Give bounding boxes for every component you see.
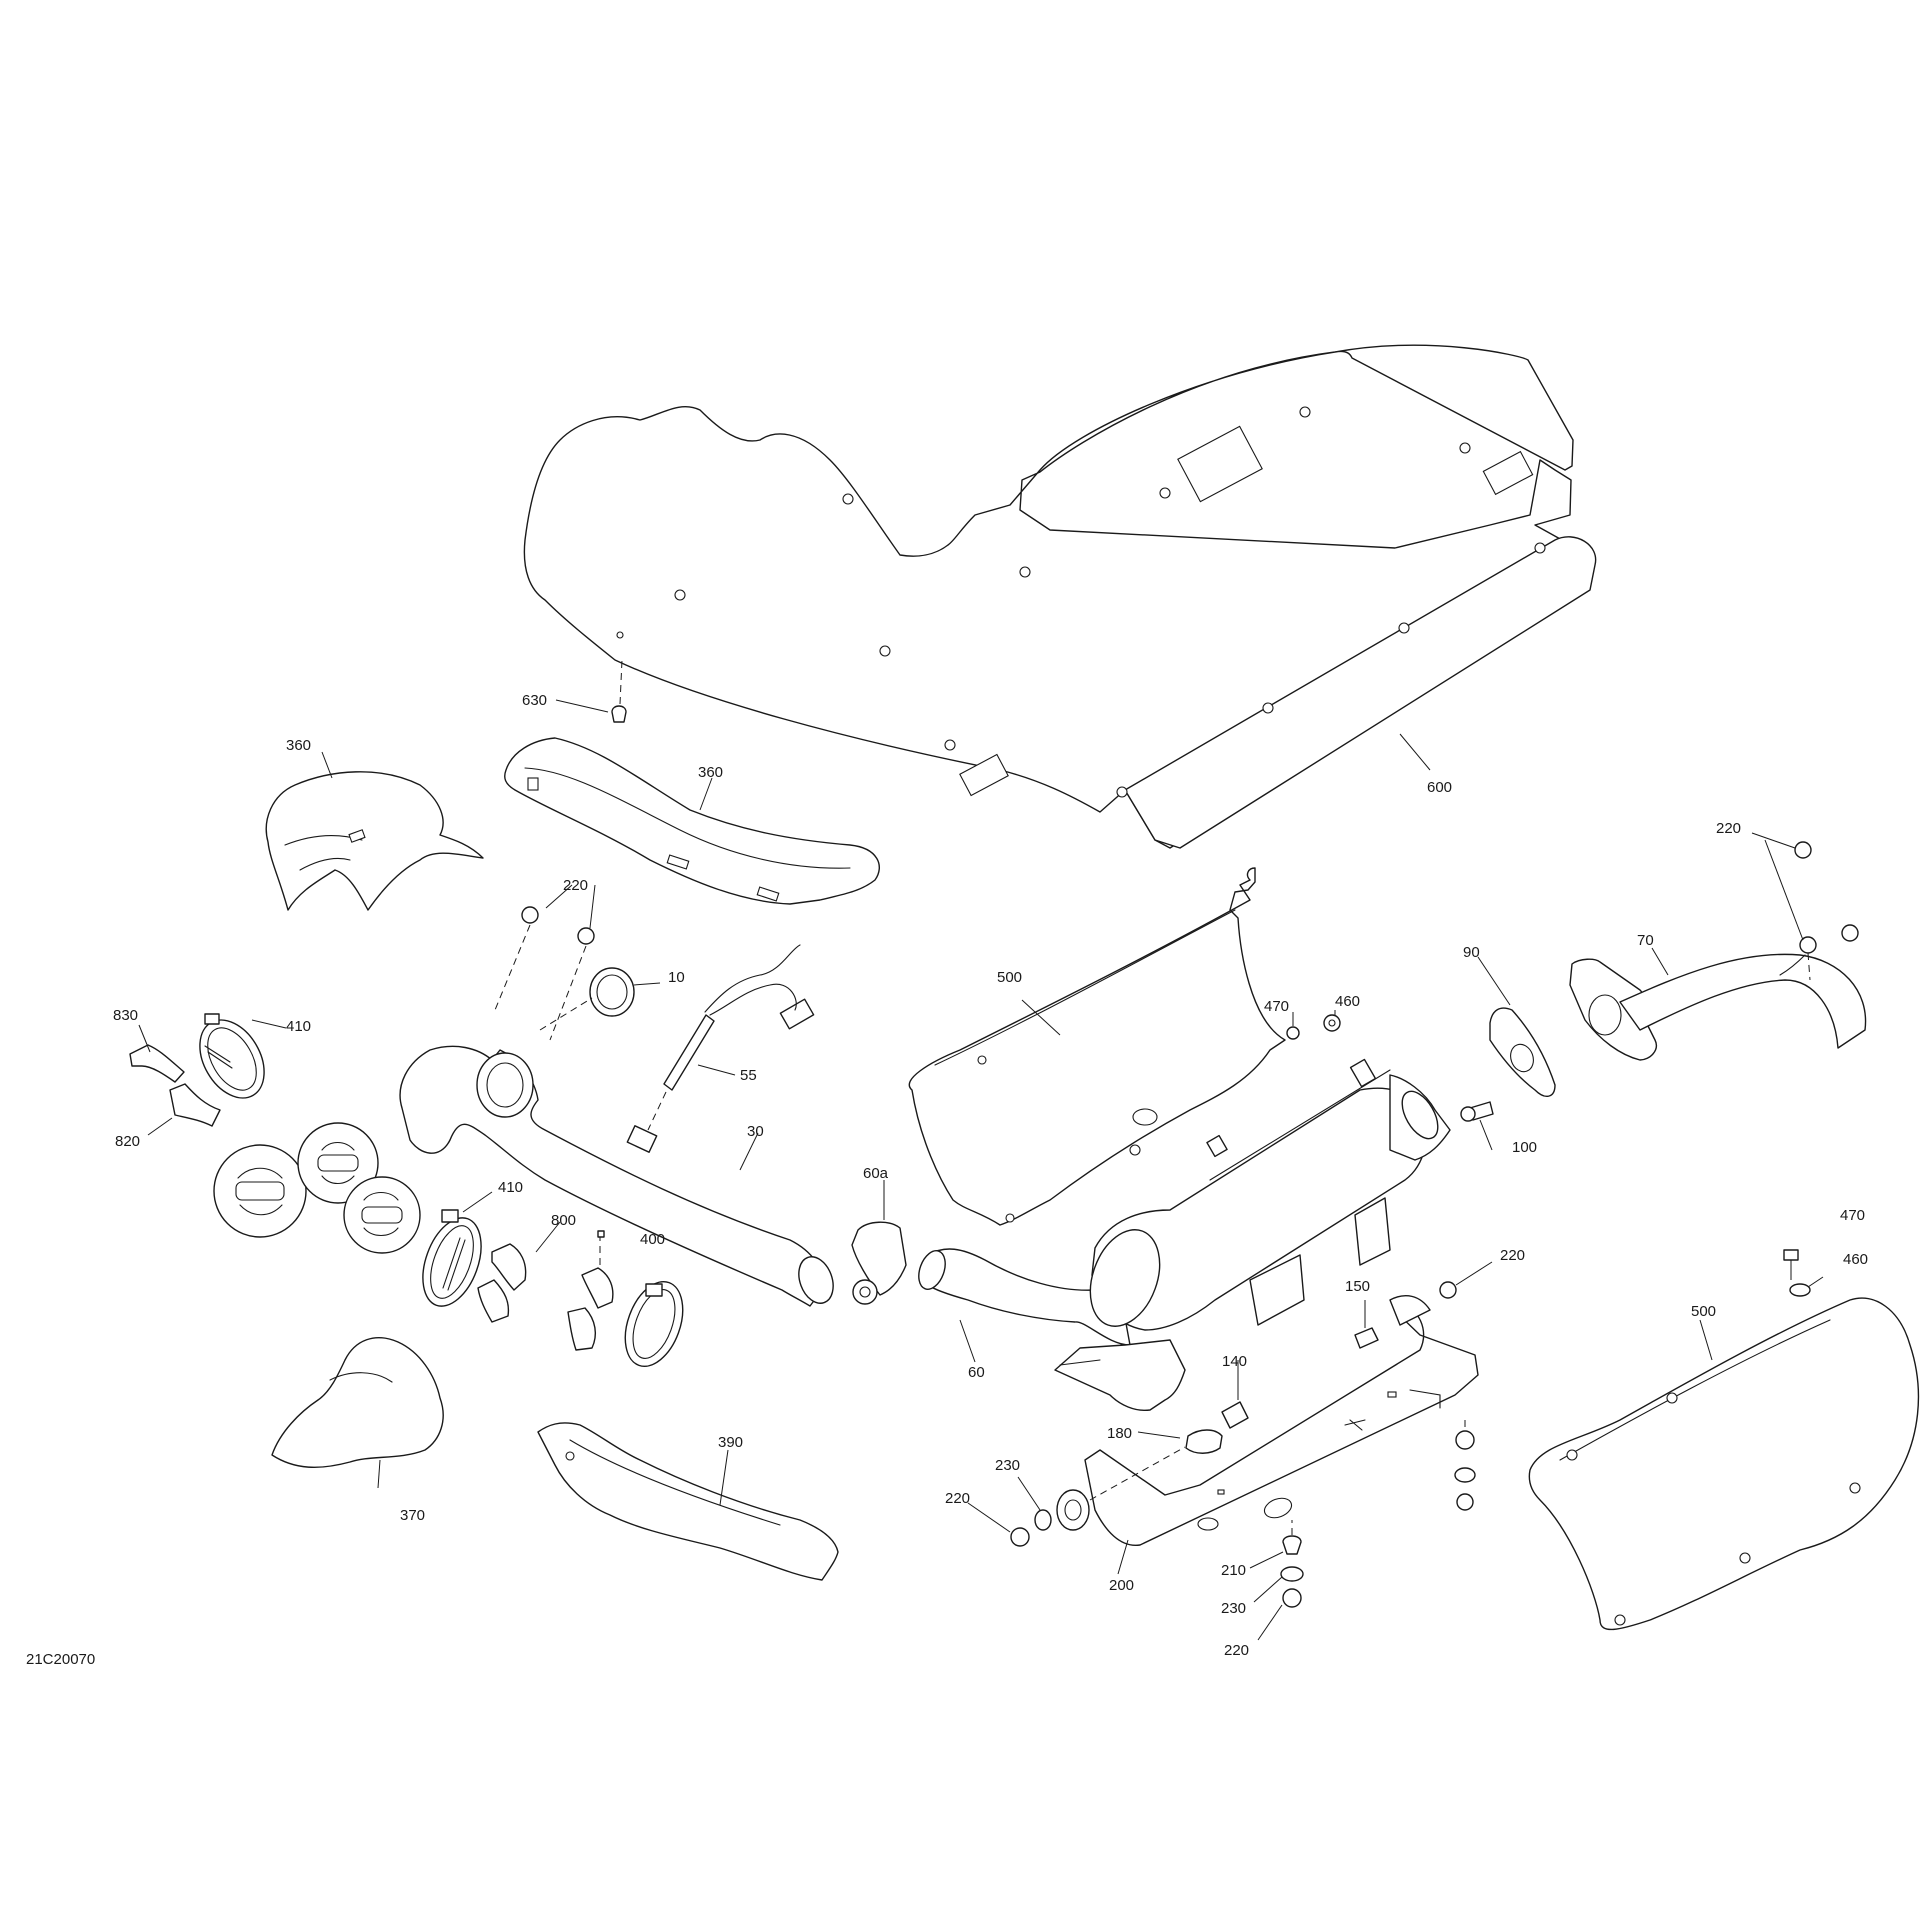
- part-90-gasket: [1489, 1007, 1556, 1097]
- part-470-bolt-top: [1286, 1012, 1300, 1040]
- part-220-flange-nuts-top: [494, 906, 595, 1041]
- part-460-washer-right: [1789, 1283, 1811, 1297]
- callout-460-top: 460: [1335, 993, 1360, 1010]
- part-30-front-exhaust-pipe: [399, 1045, 834, 1307]
- callout-180: 180: [1107, 1425, 1132, 1442]
- callout-220-top: 220: [563, 877, 588, 894]
- callout-360-center: 360: [698, 764, 723, 781]
- part-630-push-rivet: [611, 659, 627, 723]
- part-500-heat-shield-right: [1528, 1297, 1920, 1631]
- callout-820: 820: [115, 1133, 140, 1150]
- callout-410-middle: 410: [498, 1179, 523, 1196]
- part-140-bushing: [1221, 1360, 1249, 1429]
- callout-60a: 60a: [863, 1165, 889, 1182]
- callout-10: 10: [668, 969, 685, 986]
- part-410-hose-clamp-top: [199, 1013, 265, 1099]
- part-220-flange-nut-bottom: [1282, 1588, 1302, 1608]
- part-600-heat-shield-plate: [523, 344, 1597, 849]
- callout-500-top: 500: [997, 969, 1022, 986]
- part-820-clip-pad: [169, 1083, 221, 1127]
- callout-830: 830: [113, 1007, 138, 1024]
- callout-30: 30: [747, 1123, 764, 1140]
- callout-55: 55: [740, 1067, 757, 1084]
- part-410-hose-clamp-middle: [422, 1209, 482, 1307]
- callout-220-bottom: 220: [1224, 1642, 1249, 1659]
- part-55-oxygen-sensor: [647, 944, 815, 1131]
- part-grommet-left: [1056, 1489, 1090, 1531]
- callout-220-middle: 220: [1500, 1247, 1525, 1264]
- part-390-heat-sleeve: [537, 1422, 839, 1581]
- callout-210: 210: [1221, 1562, 1246, 1579]
- callout-370: 370: [400, 1507, 425, 1524]
- part-180-spacer: [1185, 1429, 1223, 1454]
- part-150-grommet: [1354, 1300, 1379, 1349]
- callout-360-left: 360: [286, 737, 311, 754]
- callout-500-right: 500: [1691, 1303, 1716, 1320]
- part-230-washer-bottom: [1280, 1566, 1304, 1582]
- callout-630: 630: [522, 692, 547, 709]
- callout-460-right: 460: [1843, 1251, 1868, 1268]
- callout-140: 140: [1222, 1353, 1247, 1370]
- part-800-clamp-halves: [477, 1234, 614, 1351]
- part-400-small-bolt: [597, 1230, 605, 1238]
- drawing-number: 21C20070: [26, 1651, 96, 1668]
- callout-200: 200: [1109, 1577, 1134, 1594]
- part-10-gasket-ring: [539, 967, 635, 1031]
- callout-150: 150: [1345, 1278, 1370, 1295]
- callout-labels: 630 600 360 360 220 10 55 830 410 820 41…: [113, 692, 1868, 1659]
- callout-390: 390: [718, 1434, 743, 1451]
- part-bracket-fastener-stack-right: [1454, 1420, 1476, 1511]
- part-100-bolt: [1460, 1101, 1494, 1122]
- part-200-mounting-bracket: [1084, 1294, 1479, 1546]
- part-460-washer-top: [1323, 1014, 1341, 1032]
- callout-400: 400: [640, 1231, 665, 1248]
- part-clamp-assembly-left: [213, 1122, 421, 1254]
- part-360-heat-shield-left: [265, 771, 484, 911]
- part-60-elbow-pipe: [918, 1248, 1131, 1346]
- part-70-tailpipe: [1569, 953, 1867, 1061]
- callout-600: 600: [1427, 779, 1452, 796]
- part-830-clip-pad: [129, 1044, 185, 1083]
- part-220-flange-nut-left: [1010, 1446, 1186, 1547]
- part-60a-exhaust-clamp: [851, 1180, 907, 1305]
- callout-800: 800: [551, 1212, 576, 1229]
- callout-470-top: 470: [1264, 998, 1289, 1015]
- leader-lines: [138, 699, 1824, 1641]
- callout-220-left: 220: [945, 1490, 970, 1507]
- callout-470-right: 470: [1840, 1207, 1865, 1224]
- callout-230-left: 230: [995, 1457, 1020, 1474]
- callout-220-right: 220: [1716, 820, 1741, 837]
- part-hose-clamp-lower: [624, 1281, 684, 1367]
- part-370-heat-shield: [271, 1337, 444, 1469]
- callout-100: 100: [1512, 1139, 1537, 1156]
- part-470-bolt-right: [1783, 1249, 1799, 1280]
- part-muffler-body: [1054, 1058, 1451, 1412]
- callout-410-top: 410: [286, 1018, 311, 1035]
- callout-90: 90: [1463, 944, 1480, 961]
- callout-230-bottom: 230: [1221, 1600, 1246, 1617]
- callout-70: 70: [1637, 932, 1654, 949]
- part-220-flange-nuts-right: [1794, 841, 1859, 981]
- callout-60: 60: [968, 1364, 985, 1381]
- part-220-flange-nut-middle: [1439, 1281, 1457, 1299]
- part-360-heat-sleeve-center: [504, 737, 880, 905]
- part-210-bolt: [1282, 1520, 1302, 1555]
- part-230-washer-left: [1034, 1509, 1052, 1531]
- part-500-heat-shield-top: [908, 867, 1286, 1226]
